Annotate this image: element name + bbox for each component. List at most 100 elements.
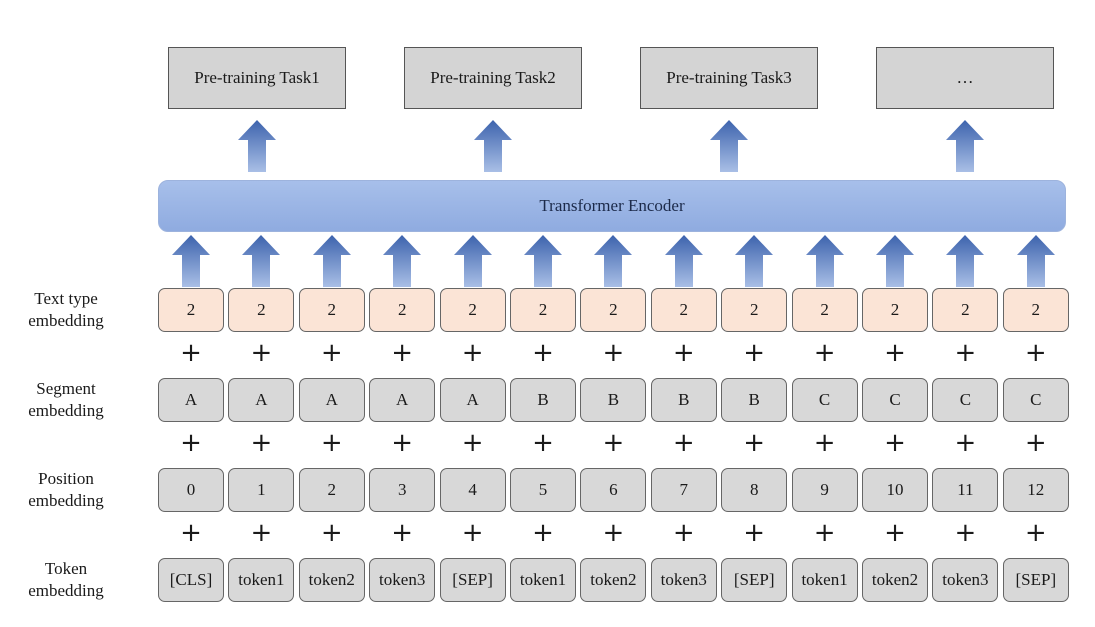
position-cell-5: 5 [510, 468, 576, 512]
segment-cell-5: B [510, 378, 576, 422]
text-type-cell-12: 2 [1002, 288, 1069, 332]
segment-cell-2: A [298, 378, 365, 422]
label-line: Token [44, 559, 88, 578]
token-cell-11: token3 [932, 558, 999, 602]
segment-cell-3: A [369, 378, 436, 422]
segment-cell-8: B [721, 378, 788, 422]
position-cell-4: 4 [439, 468, 506, 512]
plus-sign: + [180, 518, 202, 548]
position-cell-3: 3 [369, 468, 436, 512]
segment-cell-0: A [158, 378, 224, 422]
input-arrow-9 [805, 235, 844, 287]
plus-sign: + [1024, 428, 1047, 458]
plus-sign: + [532, 338, 554, 368]
plus-sign: + [532, 428, 554, 458]
label-line: embedding [28, 491, 104, 510]
plus-sign: + [813, 338, 836, 368]
plus-sign: + [954, 338, 977, 368]
input-arrow-6 [594, 235, 633, 287]
label-line: Text type [34, 289, 98, 308]
token-cell-10: token2 [862, 558, 928, 602]
task-arrow-4 [946, 120, 984, 172]
label-line: embedding [28, 581, 104, 600]
plus-sign: + [884, 428, 906, 458]
plus-sign: + [180, 428, 202, 458]
token-cell-4: [SEP] [439, 558, 506, 602]
position-cell-7: 7 [650, 468, 717, 512]
plus-sign: + [320, 518, 343, 548]
plus-sign: + [320, 428, 343, 458]
text-type-cell-9: 2 [791, 288, 858, 332]
position-cell-10: 10 [862, 468, 928, 512]
plus-sign: + [391, 518, 414, 548]
text-type-cell-3: 2 [369, 288, 436, 332]
token-cell-8: [SEP] [721, 558, 788, 602]
segment-cell-6: B [580, 378, 647, 422]
pretraining-task-1: Pre-training Task1 [168, 47, 346, 109]
label-line: Segment [36, 379, 96, 398]
position-cell-1: 1 [228, 468, 295, 512]
text-type-cell-11: 2 [932, 288, 999, 332]
plus-sign: + [672, 428, 695, 458]
segment-cell-11: C [932, 378, 999, 422]
input-arrow-4 [453, 235, 492, 287]
plus-sign: + [602, 428, 625, 458]
transformer-encoder: Transformer Encoder [158, 180, 1066, 232]
plus-sign: + [180, 338, 202, 368]
text-type-embedding-label: Text type embedding [0, 288, 134, 332]
plus-sign: + [602, 338, 625, 368]
plus-sign: + [461, 518, 484, 548]
plus-sign: + [1024, 338, 1047, 368]
segment-cell-9: C [791, 378, 858, 422]
plus-sign: + [954, 518, 977, 548]
input-arrow-8 [735, 235, 774, 287]
input-arrow-5 [524, 235, 562, 287]
text-type-cell-8: 2 [721, 288, 788, 332]
input-arrow-1 [242, 235, 281, 287]
plus-sign: + [532, 518, 554, 548]
token-cell-9: token1 [791, 558, 858, 602]
plus-sign: + [954, 428, 977, 458]
text-type-cell-4: 2 [439, 288, 506, 332]
plus-sign: + [743, 338, 766, 368]
plus-sign: + [602, 518, 625, 548]
position-cell-9: 9 [791, 468, 858, 512]
text-type-cell-0: 2 [158, 288, 224, 332]
task-arrow-2 [474, 120, 512, 172]
text-type-cell-5: 2 [510, 288, 576, 332]
token-cell-2: token2 [298, 558, 365, 602]
input-arrow-3 [383, 235, 422, 287]
segment-cell-12: C [1002, 378, 1069, 422]
task-arrow-1 [238, 120, 276, 172]
plus-sign: + [391, 338, 414, 368]
plus-sign: + [672, 518, 695, 548]
plus-sign: + [250, 518, 273, 548]
position-cell-11: 11 [932, 468, 999, 512]
text-type-cell-6: 2 [580, 288, 647, 332]
token-cell-1: token1 [228, 558, 295, 602]
label-line: embedding [28, 311, 104, 330]
pretraining-task-more: … [876, 47, 1054, 109]
position-cell-0: 0 [158, 468, 224, 512]
position-cell-2: 2 [298, 468, 365, 512]
text-type-cell-10: 2 [862, 288, 928, 332]
input-arrow-0 [172, 235, 210, 287]
plus-sign: + [461, 428, 484, 458]
plus-sign: + [391, 428, 414, 458]
position-cell-6: 6 [580, 468, 647, 512]
pretraining-task-3: Pre-training Task3 [640, 47, 818, 109]
text-type-cell-2: 2 [298, 288, 365, 332]
segment-cell-1: A [228, 378, 295, 422]
input-arrow-7 [664, 235, 703, 287]
plus-sign: + [461, 338, 484, 368]
plus-sign: + [743, 428, 766, 458]
token-cell-5: token1 [510, 558, 576, 602]
position-cell-8: 8 [721, 468, 788, 512]
plus-sign: + [672, 338, 695, 368]
input-arrow-10 [876, 235, 914, 287]
token-embedding-label: Token embedding [0, 558, 134, 602]
token-cell-7: token3 [650, 558, 717, 602]
input-arrow-2 [312, 235, 351, 287]
plus-sign: + [884, 518, 906, 548]
